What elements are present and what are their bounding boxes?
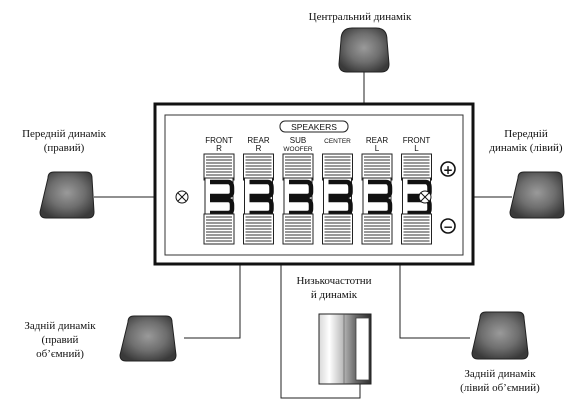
cable-clamp-right-icon bbox=[418, 190, 432, 204]
terminal-label-top: FRONT bbox=[205, 136, 233, 145]
terminal-label-top: CENTER bbox=[324, 138, 351, 145]
rear-left-speaker-label: Задній динамік (лівий об’ємний) bbox=[430, 367, 570, 395]
front-left-label-line: Передній bbox=[504, 128, 548, 140]
terminal-grip-top bbox=[361, 153, 393, 181]
terminal-grip-top bbox=[243, 153, 274, 181]
terminal-wire-hook-bottom bbox=[289, 197, 314, 216]
terminal-grip-bottom bbox=[282, 213, 314, 245]
terminal-label-bottom: L bbox=[375, 144, 380, 153]
terminal-wire-hook-top bbox=[289, 179, 314, 199]
terminal-grip-bottom bbox=[243, 213, 274, 245]
terminal-wire-hook-bottom bbox=[249, 197, 274, 216]
terminal-wire-hook-top bbox=[328, 179, 353, 199]
subwoofer-label-line: й динамік bbox=[310, 289, 358, 301]
front-right-label-line: Передній динамік bbox=[22, 128, 106, 140]
terminal-grip-bottom bbox=[401, 213, 432, 245]
subwoofer-speaker-icon bbox=[318, 313, 372, 385]
terminal-wire-hook-top bbox=[249, 179, 274, 199]
terminal-wire-hook-bottom bbox=[210, 197, 235, 216]
terminal-wire-hook-bottom bbox=[368, 197, 393, 216]
subwoofer-label: Низькочастотни й динамік bbox=[282, 274, 386, 302]
speakers-header-box bbox=[279, 120, 349, 133]
terminal-label-bottom: R bbox=[256, 144, 262, 153]
center-speaker-label: Центральний динамік bbox=[290, 10, 430, 24]
center-speaker-label-text: Центральний динамік bbox=[308, 11, 412, 23]
rear-right-speaker-icon bbox=[119, 315, 177, 362]
cable-clamp-left-icon bbox=[175, 190, 189, 204]
center-speaker-icon bbox=[338, 27, 390, 73]
rear-right-label-line: об’ємний) bbox=[36, 348, 84, 360]
terminal-label-bottom: L bbox=[414, 144, 419, 153]
minus-sign: − bbox=[443, 220, 453, 234]
front-right-speaker-label: Передній динамік (правий) bbox=[2, 127, 126, 155]
terminal-label-top: REAR bbox=[366, 136, 388, 145]
front-left-label-line: динамік (лівий) bbox=[489, 142, 563, 154]
terminal-label-top: REAR bbox=[247, 136, 269, 145]
terminal-label-top: SUB bbox=[290, 136, 306, 145]
terminal-grip-top bbox=[282, 153, 314, 181]
speakers-header: SPEAKERS bbox=[291, 122, 337, 132]
terminal-grip-top bbox=[203, 153, 235, 181]
wire-subwoofer bbox=[280, 210, 361, 399]
plus-sign: + bbox=[443, 163, 453, 177]
terminal-wire-hook-top bbox=[210, 179, 235, 199]
terminal-grip-top bbox=[401, 153, 432, 181]
rear-right-label-line: (правий bbox=[41, 334, 79, 346]
plus-sign-circle bbox=[440, 161, 456, 177]
front-left-speaker-icon bbox=[509, 171, 565, 219]
rear-left-label-line: Задній динамік bbox=[464, 368, 536, 380]
minus-sign-circle bbox=[440, 218, 456, 234]
rear-right-speaker-label: Задній динамік (правий об’ємний) bbox=[10, 319, 110, 361]
terminal-grip-top bbox=[322, 153, 353, 181]
terminal-center: CENTER bbox=[322, 138, 353, 245]
terminal-grip-bottom bbox=[361, 213, 393, 245]
rear-right-label-line: Задній динамік bbox=[24, 320, 96, 332]
terminal-label-bottom: R bbox=[216, 144, 222, 153]
rear-left-speaker-icon bbox=[471, 311, 529, 360]
terminal-wire-hook-bottom bbox=[328, 197, 353, 216]
terminal-grip-bottom bbox=[203, 213, 235, 245]
front-left-speaker-label: Передній динамік (лівий) bbox=[476, 127, 576, 155]
front-right-speaker-icon bbox=[39, 171, 95, 219]
terminal-label-bottom: WOOFER bbox=[283, 146, 313, 153]
terminal-wire-hook-top bbox=[368, 179, 393, 199]
rear-left-label-line: (лівий об’ємний) bbox=[460, 382, 540, 394]
subwoofer-label-line: Низькочастотни bbox=[296, 275, 372, 287]
terminal-grip-bottom bbox=[322, 213, 353, 245]
front-right-label-line: (правий) bbox=[43, 142, 85, 154]
terminal-label-top: FRONT bbox=[403, 136, 431, 145]
